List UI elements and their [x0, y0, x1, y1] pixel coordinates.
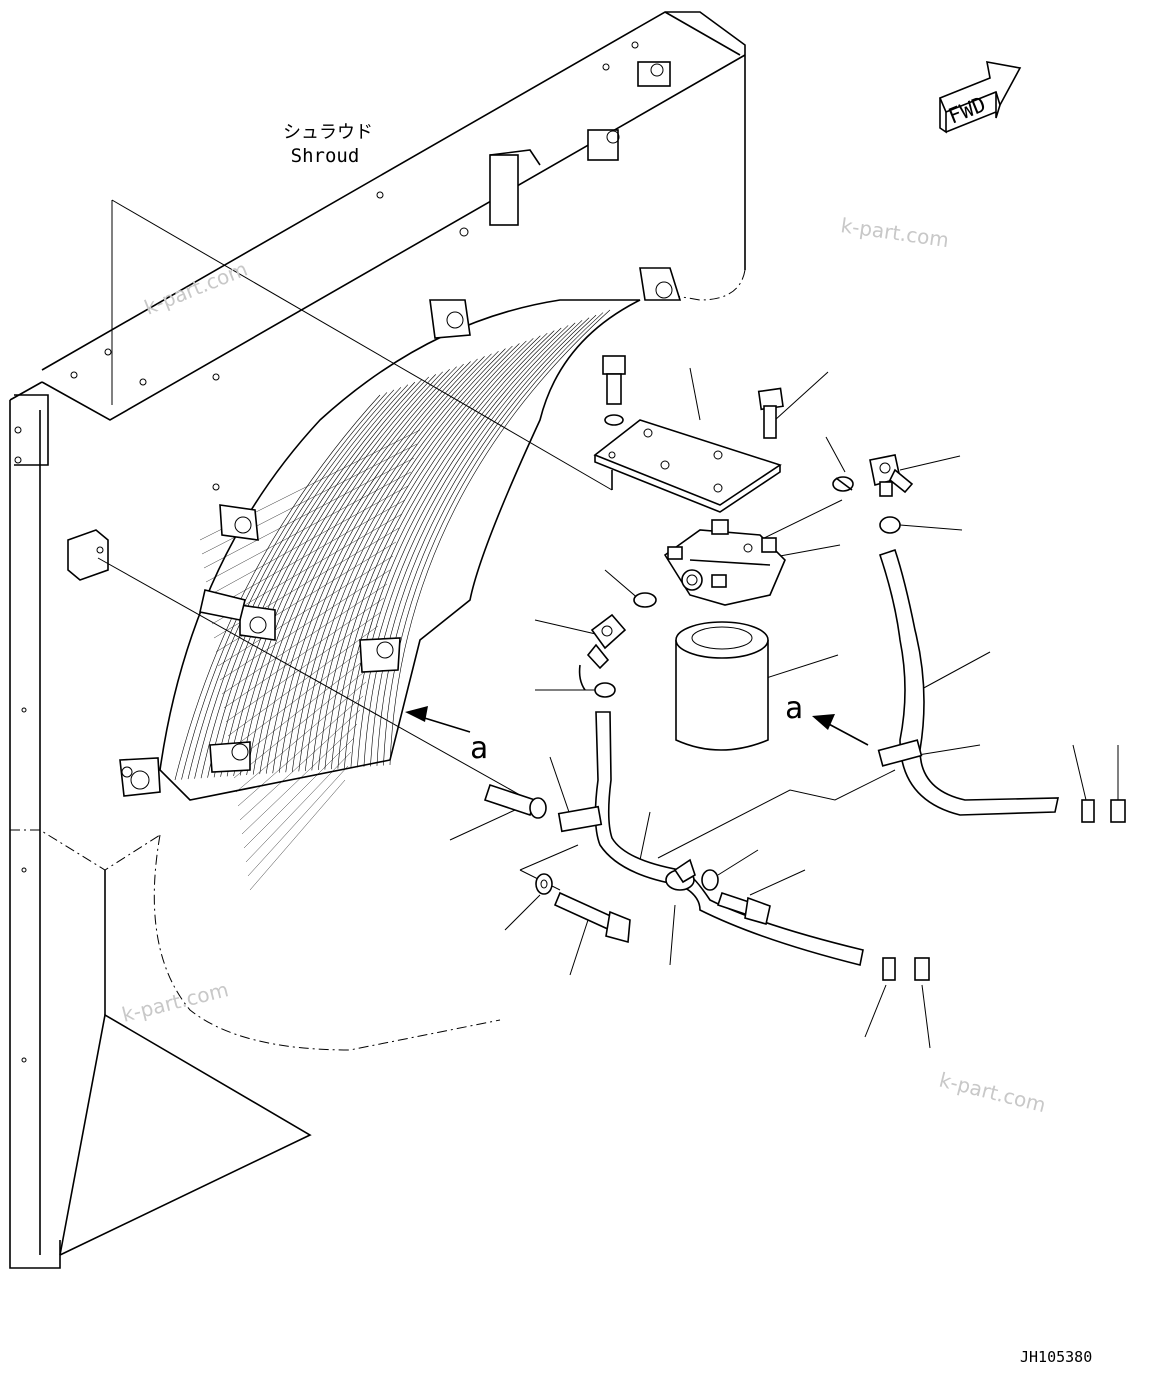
bolt-top-right: [757, 387, 784, 439]
spacer-pipe: [483, 783, 547, 819]
drain-valve-left: [578, 613, 627, 691]
top-bracket-1: [489, 149, 541, 226]
filter-head: [663, 519, 786, 606]
drawing-number: JH105380: [1020, 1348, 1092, 1366]
view-a-label-right: a: [785, 691, 803, 726]
mount-lug-top-right: [639, 267, 682, 301]
fwd-arrow-icon: [938, 61, 1022, 134]
filter-cartridge: [675, 621, 769, 751]
washer-right: [701, 869, 719, 891]
shroud-label-jp: シュラウド: [283, 122, 373, 143]
hose-clip-right: [879, 516, 901, 534]
radiator-seal: [159, 299, 641, 891]
seal-lugs: [119, 299, 471, 797]
view-arrow-left: [405, 706, 471, 733]
watermark-2: k-part.com: [839, 213, 950, 252]
watermark-3: k-part.com: [119, 977, 230, 1027]
mounting-plate: [593, 419, 782, 513]
bolt-long: [553, 891, 631, 944]
drain-valve-right: [869, 454, 914, 497]
watermark-4: k-part.com: [937, 1068, 1048, 1118]
hose-clamp-left: [633, 592, 657, 608]
hose-clip-left: [594, 682, 616, 698]
bolt-top-left: [602, 355, 626, 426]
view-a-label-left: a: [470, 731, 488, 766]
panel-holes: [14, 41, 639, 1063]
hose-clamp-top: [832, 476, 854, 492]
shroud-panel: [9, 11, 746, 1269]
top-bracket-2: [587, 129, 620, 161]
top-bracket-3: [637, 61, 671, 87]
watermark-1: k-part.com: [141, 257, 251, 320]
hose-right: [877, 548, 1059, 816]
view-arrow-right: [812, 714, 869, 746]
hose-left: [557, 711, 864, 966]
fittings: [882, 799, 1126, 981]
shroud-label-en: Shroud: [291, 145, 360, 167]
rubber-pad: [67, 529, 109, 581]
leader-lines: [97, 199, 1119, 1049]
bolt-short: [716, 891, 771, 926]
washer-left: [535, 873, 553, 895]
